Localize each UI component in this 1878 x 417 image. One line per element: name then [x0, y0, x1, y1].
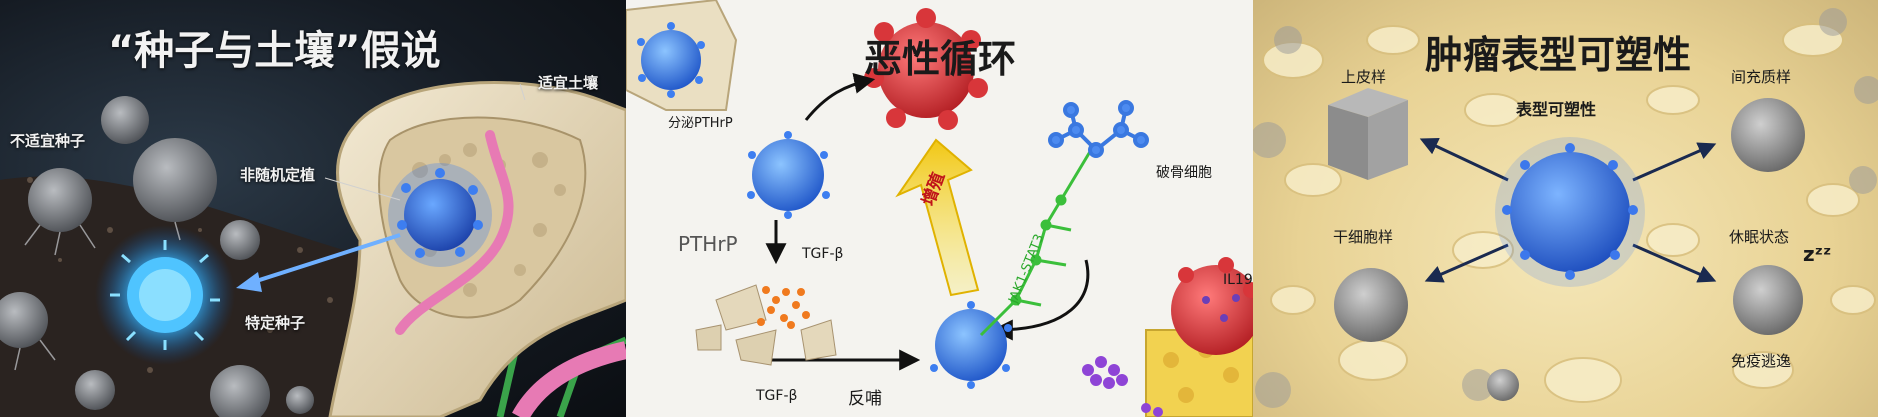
label-specific-seed: 特定种子: [245, 314, 306, 332]
tgf-beta-particles: [757, 286, 810, 329]
plasticity-arrows: [1419, 137, 1717, 283]
osteoclast: [1048, 100, 1149, 158]
bone-matrix: [1262, 23, 1876, 403]
label-dormant: 休眠状态: [1729, 228, 1790, 246]
dormant-cell: [1733, 265, 1803, 335]
tumor-cell-center: [747, 131, 830, 219]
label-stem-like: 干细胞样: [1333, 228, 1394, 246]
il19-particles: [1082, 356, 1163, 417]
panel-seed-soil: “种子与土壤”假说 适宜土壤 不适宜种子 非随机定植 特定种子: [0, 0, 626, 417]
plasticity-title: 肿瘤表型可塑性: [1425, 33, 1692, 77]
bone-fragments: [695, 284, 837, 366]
label-il19: IL19: [1223, 272, 1253, 288]
unfit-seed-cells: [0, 96, 314, 417]
seed-soil-illustration: [0, 81, 626, 417]
tumor-cell-red: [864, 8, 988, 130]
proliferation-arrow: [895, 138, 980, 297]
seed-soil-title: “种子与土壤”假说: [108, 28, 441, 74]
migration-arrow: [236, 233, 401, 292]
label-osteoclast: 破骨细胞: [1156, 165, 1212, 181]
vicious-cycle-title: 恶性循环: [864, 37, 1017, 81]
panel-vicious-cycle: 恶性循环 分泌PTHrP PTHrP TGF-β TGF-β 反哺 增殖 JAK…: [626, 0, 1253, 417]
cycle-arrows: [765, 73, 1090, 371]
plasticity-illustration: [1253, 8, 1878, 408]
epithelial-cell-cube: [1328, 88, 1408, 180]
tumor-cell-in-bone: [388, 163, 492, 267]
label-tgf-beta-1: TGF-β: [802, 246, 844, 262]
label-immune-evasion: 免疫逃逸: [1731, 352, 1792, 370]
label-secrete-pthrp: 分泌PTHrP: [668, 116, 733, 131]
jak-stat-pathway: [979, 149, 1093, 337]
panel-phenotypic-plasticity: 肿瘤表型可塑性 表型可塑性 上皮样 间充质样 干细胞样 休眠状态 zᶻᶻ 免疫逃…: [1253, 0, 1878, 417]
label-nonrandom-colonization: 非随机定植: [240, 166, 316, 184]
label-center-plasticity: 表型可塑性: [1516, 100, 1597, 119]
label-suitable-soil: 适宜土壤: [538, 74, 599, 92]
tumor-cell-top-left: [637, 22, 705, 98]
bone-resorption-site: [1145, 257, 1253, 417]
label-pthrp: PTHrP: [678, 232, 738, 256]
specific-seed-cell: [95, 225, 235, 365]
label-tgf-beta-2: TGF-β: [756, 388, 798, 404]
vicious-cycle-illustration: [626, 0, 1253, 417]
sleep-zzz-icon: zᶻᶻ: [1803, 242, 1832, 266]
stem-like-cell: [1334, 268, 1408, 342]
central-tumor-cell: [1495, 137, 1645, 287]
label-feedback: 反哺: [848, 389, 882, 409]
label-epithelial: 上皮样: [1341, 68, 1387, 86]
pink-vessel: [395, 130, 514, 335]
mesenchymal-cell: [1731, 98, 1805, 172]
label-unfit-seed: 不适宜种子: [10, 132, 86, 150]
label-mesenchymal: 间充质样: [1731, 68, 1792, 86]
